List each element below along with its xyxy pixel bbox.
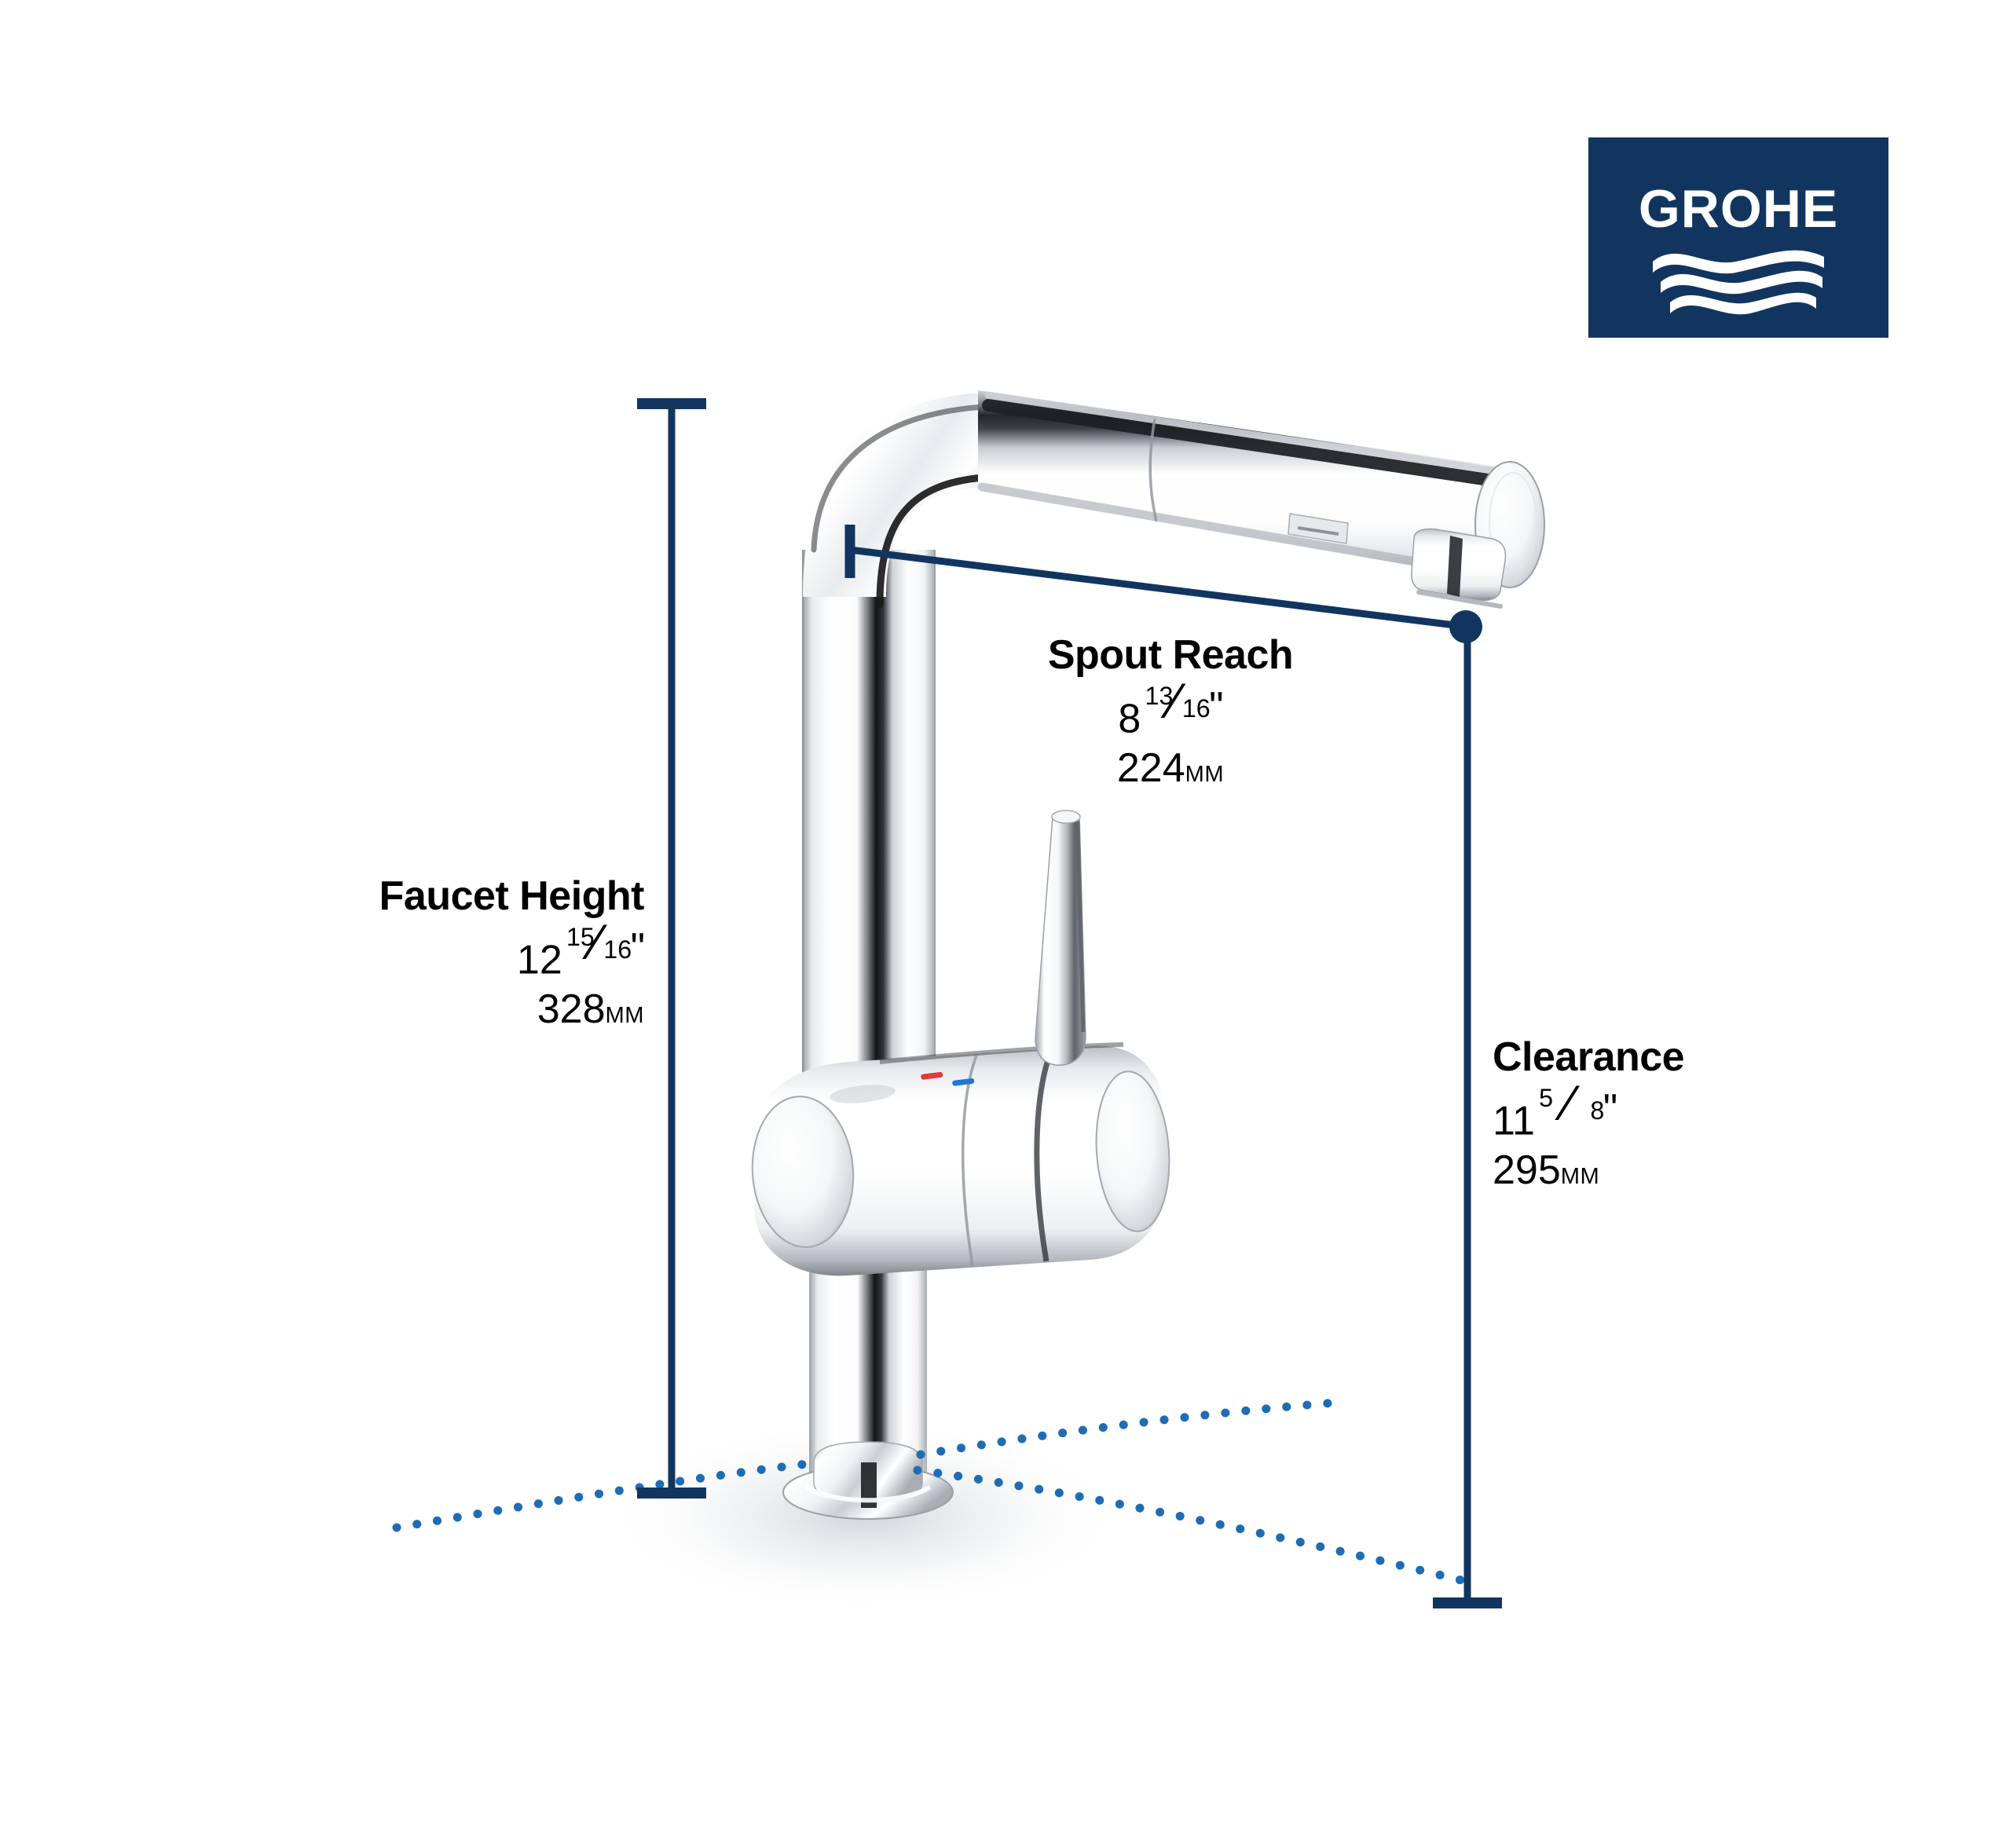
spout-reach-inch-mark: " <box>1209 684 1223 730</box>
grohe-waves-icon <box>1588 244 1888 319</box>
aerator-dark-facet <box>1447 536 1463 597</box>
spout-top-reflection <box>982 399 1505 488</box>
fraction-slash: ⁄ <box>592 914 601 970</box>
spout-end-cap-inner <box>1489 472 1537 571</box>
clearance-fraction: 5⁄8 <box>1539 1075 1605 1131</box>
aerator-screen-edge <box>1416 590 1503 609</box>
spout-reach-fraction: 13⁄16 <box>1145 673 1211 729</box>
handle-body <box>754 1045 1166 1276</box>
riser-column <box>803 550 935 1194</box>
fraction-slash: ⁄ <box>1170 673 1180 729</box>
faucet-height-title: Faucet Height <box>379 873 645 919</box>
spout-reach-title: Spout Reach <box>1047 632 1294 678</box>
faucet-body <box>751 390 1545 1520</box>
clearance-metric: 295MM <box>1493 1150 1932 1191</box>
clearance-metric-unit: MM <box>1560 1163 1600 1189</box>
handle-lever <box>1035 814 1086 1066</box>
cold-indicator <box>952 1078 975 1086</box>
counter-edge-right <box>916 1398 1340 1459</box>
faucet-height-metric-unit: MM <box>605 1002 644 1028</box>
faucet-height-whole: 12 <box>516 937 562 983</box>
faucet-height-metric: 328MM <box>267 989 644 1030</box>
faucet-height-metric-value: 328 <box>537 986 606 1032</box>
lever-top-cap <box>1051 810 1081 824</box>
elbow-dark-reflection <box>876 474 987 609</box>
clearance-metric-value: 295 <box>1493 1147 1561 1193</box>
base-dark-notch <box>861 1462 877 1508</box>
riser-lower-column <box>809 1225 927 1488</box>
faucet-height-inch-mark: " <box>630 925 645 971</box>
handle-seam-1 <box>962 1055 978 1267</box>
grohe-logo: GROHE <box>1588 137 1888 338</box>
pullout-button-slot <box>1297 526 1339 536</box>
spout-reach-metric-value: 224 <box>1116 745 1185 791</box>
grohe-wordmark: GROHE <box>1638 179 1839 239</box>
clearance-whole: 11 <box>1493 1098 1535 1144</box>
pullout-button <box>1288 513 1349 544</box>
handle-seam-2 <box>1034 1049 1054 1262</box>
counter-edge-left <box>392 1458 826 1532</box>
clearance-title: Clearance <box>1493 1034 1685 1080</box>
lever-dark-edge <box>1075 821 1086 1033</box>
spout-reach-metric: 224MM <box>880 748 1461 789</box>
handle-right-cap <box>1095 1070 1170 1232</box>
fraction-slash: ⁄ <box>1565 1075 1573 1131</box>
spout-seam-line <box>1148 418 1158 522</box>
spout-reach-metric-unit: MM <box>1185 761 1225 787</box>
faucet-height-fraction: 15⁄16 <box>566 914 632 970</box>
base-highlight <box>804 1484 932 1503</box>
spout-top-highlight <box>984 391 1501 475</box>
spout-arm <box>978 390 1504 581</box>
spout-reach-whole: 8 <box>1118 696 1141 742</box>
clearance-inch-mark: " <box>1603 1086 1617 1132</box>
handle-top-dark-band <box>879 1042 1124 1064</box>
elbow-top-reflection <box>811 404 987 553</box>
handle-left-cap <box>751 1096 855 1248</box>
handle-engraving <box>830 1085 896 1103</box>
faucet-height-dimension-line <box>637 398 706 1499</box>
hot-indicator <box>921 1071 943 1080</box>
clearance-dimension-line <box>1433 627 1502 1608</box>
